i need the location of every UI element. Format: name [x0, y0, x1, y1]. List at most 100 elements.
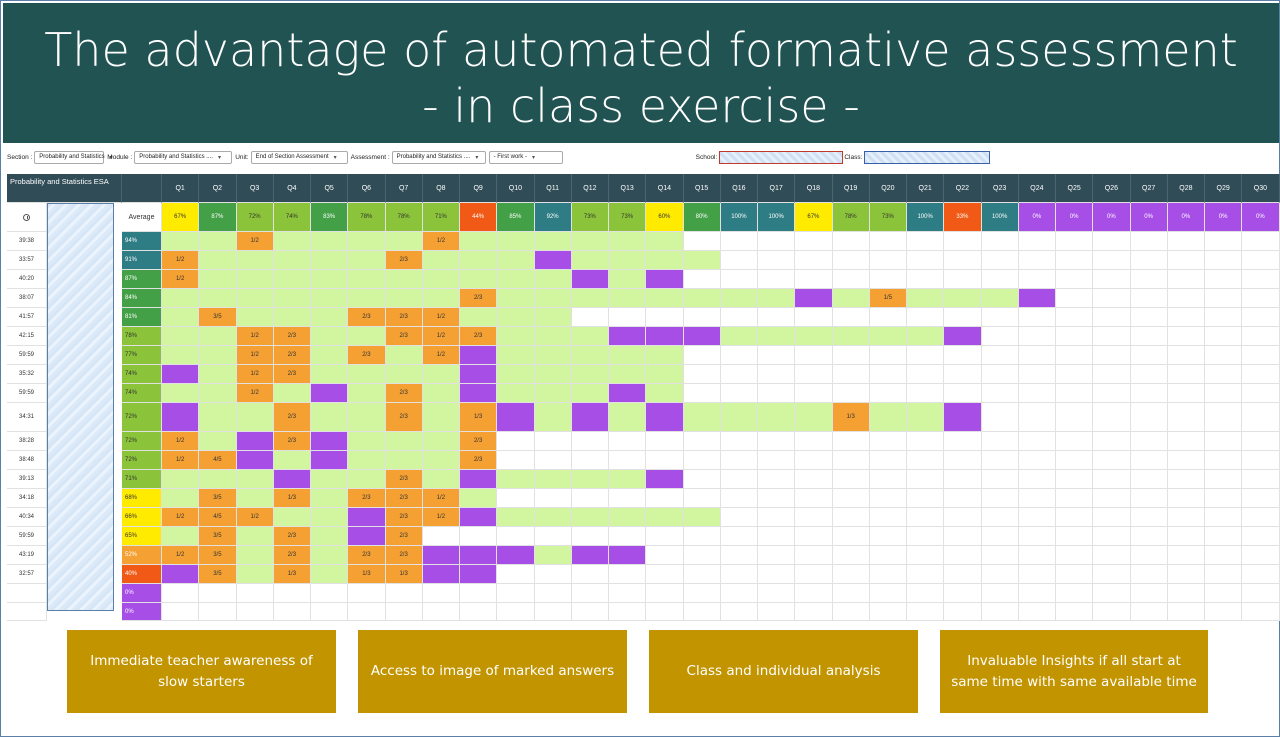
question-header[interactable]: Q4: [273, 174, 311, 203]
answer-cell[interactable]: [944, 289, 982, 308]
answer-cell[interactable]: [497, 365, 535, 384]
answer-cell[interactable]: [534, 365, 572, 384]
answer-cell[interactable]: [162, 403, 200, 432]
answer-cell[interactable]: 2/3: [385, 308, 423, 327]
answer-cell[interactable]: [758, 327, 796, 346]
question-header[interactable]: Q15: [683, 174, 721, 203]
answer-cell[interactable]: [162, 384, 200, 403]
answer-cell[interactable]: [497, 346, 535, 365]
question-header[interactable]: Q9: [460, 174, 498, 203]
answer-cell[interactable]: [534, 470, 572, 489]
answer-cell[interactable]: 1/2: [422, 308, 460, 327]
answer-cell[interactable]: [907, 327, 945, 346]
section-select[interactable]: Probability and Statistics▾: [34, 150, 113, 164]
answer-cell[interactable]: [646, 327, 684, 346]
school-field[interactable]: [719, 150, 844, 164]
answer-cell[interactable]: 2/3: [385, 546, 423, 565]
answer-cell[interactable]: [199, 270, 237, 289]
answer-cell[interactable]: 2/3: [385, 403, 423, 432]
answer-cell[interactable]: [236, 489, 274, 508]
answer-cell[interactable]: [758, 403, 796, 432]
answer-cell[interactable]: [422, 251, 460, 270]
answer-cell[interactable]: 2/3: [385, 508, 423, 527]
answer-cell[interactable]: [422, 470, 460, 489]
answer-cell[interactable]: 2/3: [348, 489, 386, 508]
question-header[interactable]: Q30: [1242, 174, 1280, 203]
answer-cell[interactable]: [571, 327, 609, 346]
unit-select[interactable]: End of Section Assessment▾: [250, 150, 348, 164]
answer-cell[interactable]: [236, 527, 274, 546]
answer-cell[interactable]: [571, 470, 609, 489]
answer-cell[interactable]: [311, 365, 349, 384]
answer-cell[interactable]: [348, 251, 386, 270]
answer-cell[interactable]: 3/5: [199, 308, 237, 327]
answer-cell[interactable]: [422, 289, 460, 308]
answer-cell[interactable]: [720, 289, 758, 308]
answer-cell[interactable]: [311, 251, 349, 270]
answer-cell[interactable]: 1/2: [236, 384, 274, 403]
answer-cell[interactable]: [609, 508, 647, 527]
answer-cell[interactable]: 2/3: [348, 308, 386, 327]
question-header[interactable]: Q25: [1056, 174, 1094, 203]
answer-cell[interactable]: 1/2: [422, 508, 460, 527]
answer-cell[interactable]: [348, 432, 386, 451]
answer-cell[interactable]: [162, 565, 200, 584]
answer-cell[interactable]: [162, 327, 200, 346]
answer-cell[interactable]: [162, 308, 200, 327]
answer-cell[interactable]: [236, 308, 274, 327]
answer-cell[interactable]: [497, 508, 535, 527]
question-header[interactable]: Q20: [869, 174, 907, 203]
answer-cell[interactable]: [869, 403, 907, 432]
answer-cell[interactable]: [236, 565, 274, 584]
answer-cell[interactable]: [646, 289, 684, 308]
answer-cell[interactable]: [311, 403, 349, 432]
answer-cell[interactable]: 2/3: [273, 432, 311, 451]
answer-cell[interactable]: [199, 232, 237, 251]
answer-cell[interactable]: [460, 565, 498, 584]
answer-cell[interactable]: 3/5: [199, 489, 237, 508]
answer-cell[interactable]: [422, 432, 460, 451]
answer-cell[interactable]: [497, 384, 535, 403]
question-header[interactable]: Q12: [571, 174, 609, 203]
answer-cell[interactable]: [571, 251, 609, 270]
answer-cell[interactable]: [460, 365, 498, 384]
answer-cell[interactable]: 2/3: [273, 365, 311, 384]
answer-cell[interactable]: [646, 346, 684, 365]
answer-cell[interactable]: [460, 308, 498, 327]
answer-cell[interactable]: [609, 251, 647, 270]
answer-cell[interactable]: [311, 546, 349, 565]
question-header[interactable]: Q29: [1205, 174, 1243, 203]
answer-cell[interactable]: [385, 432, 423, 451]
answer-cell[interactable]: [236, 432, 274, 451]
answer-cell[interactable]: [273, 251, 311, 270]
answer-cell[interactable]: [348, 451, 386, 470]
answer-cell[interactable]: [646, 508, 684, 527]
answer-cell[interactable]: [497, 289, 535, 308]
answer-cell[interactable]: [460, 346, 498, 365]
answer-cell[interactable]: [348, 508, 386, 527]
answer-cell[interactable]: [534, 403, 572, 432]
answer-cell[interactable]: [571, 346, 609, 365]
answer-cell[interactable]: [683, 251, 721, 270]
answer-cell[interactable]: 1/2: [422, 327, 460, 346]
question-header[interactable]: Q2: [199, 174, 237, 203]
answer-cell[interactable]: [162, 527, 200, 546]
answer-cell[interactable]: [422, 403, 460, 432]
answer-cell[interactable]: [944, 403, 982, 432]
question-header[interactable]: Q14: [646, 174, 684, 203]
answer-cell[interactable]: [571, 508, 609, 527]
answer-cell[interactable]: [609, 546, 647, 565]
answer-cell[interactable]: [199, 251, 237, 270]
answer-cell[interactable]: [199, 403, 237, 432]
answer-cell[interactable]: [534, 232, 572, 251]
question-header[interactable]: Q17: [758, 174, 796, 203]
answer-cell[interactable]: [795, 327, 833, 346]
answer-cell[interactable]: [199, 470, 237, 489]
answer-cell[interactable]: 1/2: [162, 546, 200, 565]
answer-cell[interactable]: [348, 403, 386, 432]
answer-cell[interactable]: [199, 289, 237, 308]
answer-cell[interactable]: [720, 327, 758, 346]
answer-cell[interactable]: 1/2: [236, 508, 274, 527]
answer-cell[interactable]: [683, 289, 721, 308]
question-header[interactable]: Q7: [385, 174, 423, 203]
